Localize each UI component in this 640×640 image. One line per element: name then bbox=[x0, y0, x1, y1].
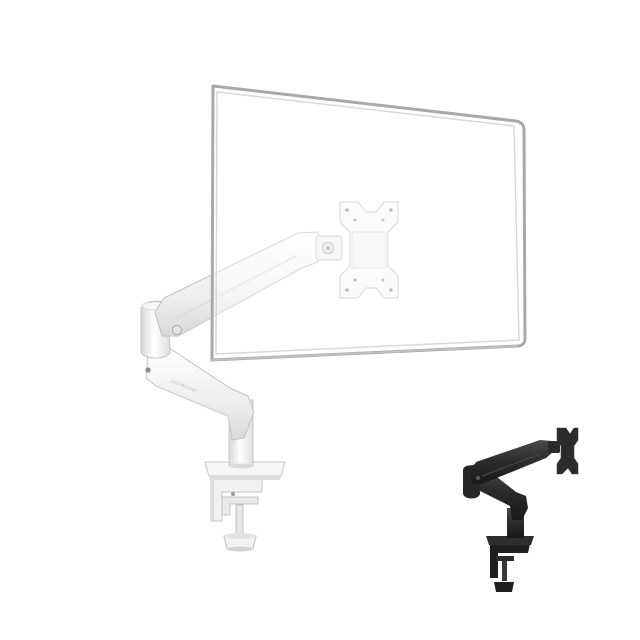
desk-clamp bbox=[204, 461, 286, 552]
black-monitor-arm bbox=[463, 427, 579, 592]
monitor-frame bbox=[210, 84, 527, 362]
tilt-head bbox=[315, 235, 343, 261]
white-monitor-arm: JUSTMOUNT bbox=[140, 201, 399, 552]
vesa-plate bbox=[339, 201, 399, 299]
lower-arm: JUSTMOUNT bbox=[145, 341, 255, 441]
upper-arm bbox=[154, 231, 323, 337]
